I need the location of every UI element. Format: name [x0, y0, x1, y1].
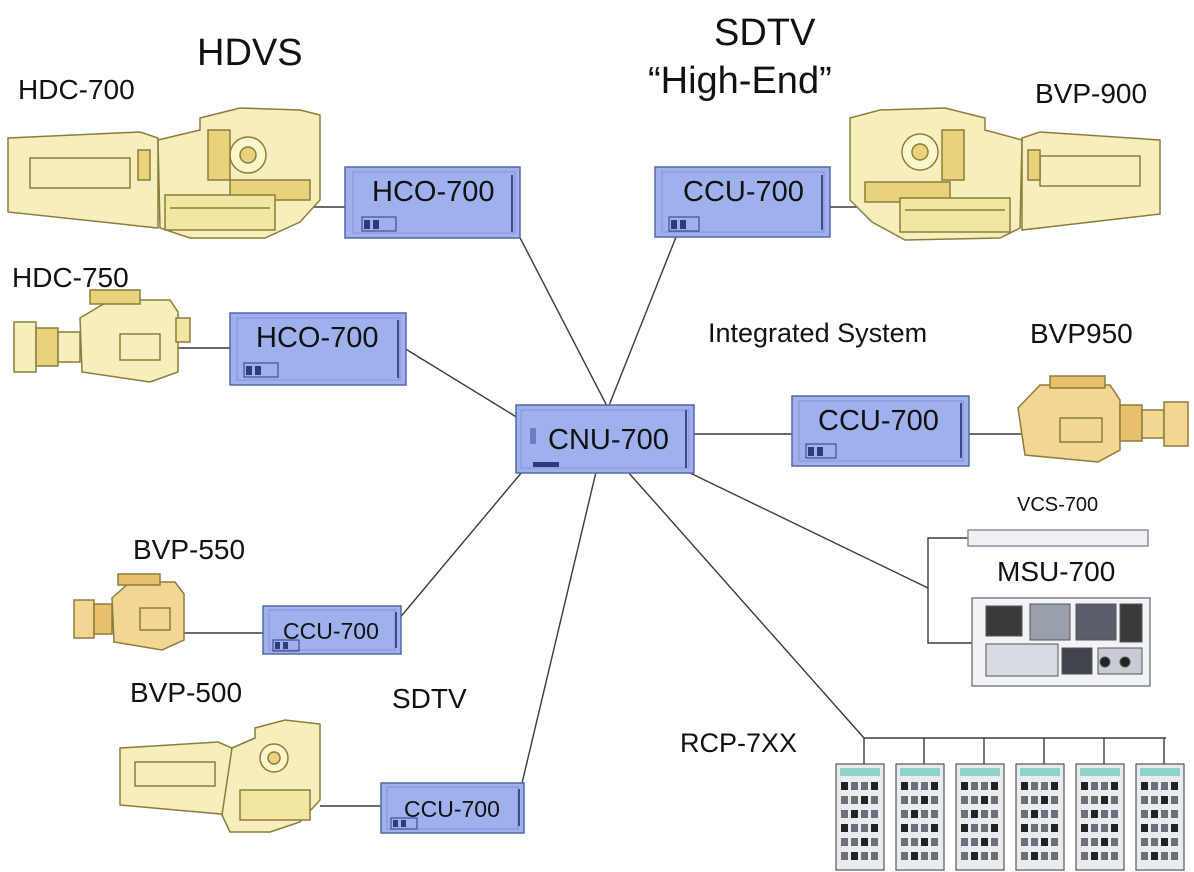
- integrated-system-heading: Integrated System: [708, 318, 928, 348]
- high-end-heading: “High-End”: [648, 60, 832, 102]
- link-cnu-msu: [687, 471, 929, 589]
- ccu-700-top-label: CCU-700: [683, 176, 804, 208]
- bvp-900-label: BVP-900: [1035, 78, 1148, 109]
- hco-700-top-unit: [344, 166, 521, 239]
- ccu-700-bvp500-unit: [380, 782, 525, 834]
- sdtv-heading: SDTV: [714, 12, 816, 54]
- link-cnu-rcp: [627, 471, 865, 739]
- vcs-700-label: VCS-700: [1017, 494, 1099, 516]
- hdc-700-label: HDC-700: [18, 74, 135, 105]
- rcp-panel: [955, 738, 1005, 871]
- link-hco-mid-cnu: [403, 347, 519, 419]
- bvp-500-label: BVP-500: [130, 677, 243, 708]
- rcp-panel: [1015, 738, 1065, 871]
- ccu-700-bvp550-unit: [262, 605, 402, 655]
- ccu-700-mid-label: CCU-700: [818, 405, 939, 437]
- rcp-panel: [1075, 738, 1125, 871]
- cnu-700-label: CNU-700: [548, 424, 669, 456]
- hco-700-mid-label: HCO-700: [256, 322, 379, 354]
- sdtv-bottom-heading: SDTV: [392, 683, 467, 714]
- hdvs-heading: HDVS: [197, 32, 303, 74]
- bvp-550-camera-picture: [73, 573, 185, 651]
- hdc-750-camera-picture: [13, 289, 191, 383]
- bvp950-camera-picture: [1017, 375, 1189, 463]
- hdc-750-label: HDC-750: [12, 262, 129, 293]
- link-vcs-msu-bracket: [927, 537, 975, 644]
- bvp950-label: BVP950: [1030, 318, 1133, 349]
- cnu-700-unit: [515, 404, 695, 474]
- rcp-panel: [835, 738, 885, 871]
- rcp-panel: [1135, 738, 1185, 871]
- ccu-700-top-unit: [654, 166, 831, 238]
- ccu-700-bvp500-label: CCU-700: [404, 796, 500, 822]
- vcs-700-unit-picture: [967, 529, 1149, 547]
- bvp-900-camera-picture: [849, 107, 1161, 241]
- link-cnu-ccu550: [397, 471, 523, 621]
- connections: [160, 206, 1166, 807]
- hco-700-mid-unit: [229, 312, 407, 386]
- link-hco-top-cnu: [514, 227, 609, 409]
- link-ccu-top-cnu: [607, 231, 679, 409]
- ccu-700-bvp550-label: CCU-700: [283, 618, 379, 644]
- bvp-500-camera-picture: [119, 719, 321, 833]
- hdc-700-camera-picture: [7, 107, 321, 239]
- ccu-700-mid-unit: [791, 395, 970, 467]
- msu-700-label: MSU-700: [997, 556, 1116, 587]
- rcp-7xx-label: RCP-7XX: [680, 728, 798, 758]
- link-cnu-ccu500: [517, 471, 597, 801]
- rcp-panels: [835, 738, 1185, 871]
- rcp-panel: [895, 738, 945, 871]
- hco-700-top-label: HCO-700: [372, 176, 495, 208]
- msu-700-panel-picture: [971, 597, 1151, 687]
- bvp-550-label: BVP-550: [133, 534, 246, 565]
